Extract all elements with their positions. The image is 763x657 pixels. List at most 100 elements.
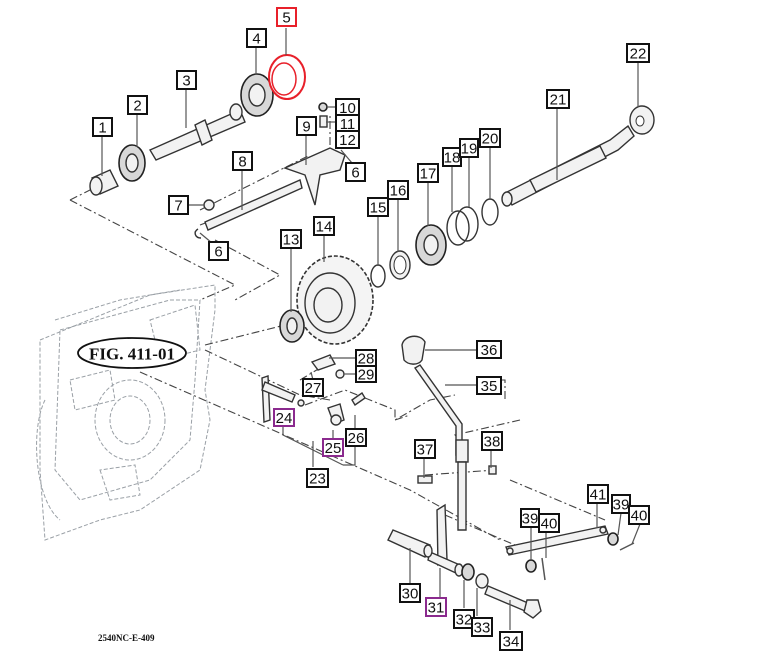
callout-label: 19 <box>461 141 478 158</box>
callout-c8[interactable]: 8 <box>232 151 253 171</box>
callout-c5[interactable]: 5 <box>276 7 297 27</box>
callout-label: 39 <box>613 497 630 514</box>
callout-box <box>476 376 502 395</box>
callout-c14[interactable]: 14 <box>313 216 335 236</box>
callout-label: 9 <box>302 119 310 136</box>
callout-box <box>367 197 389 217</box>
callout-c2[interactable]: 2 <box>127 95 148 115</box>
part-washer-22 <box>629 105 655 135</box>
part-spring-11 <box>319 115 328 128</box>
callout-label: 6 <box>351 165 359 182</box>
part-washer-39b <box>607 532 619 546</box>
part-bracket-31 <box>427 503 464 577</box>
part-washer-16 <box>389 250 411 280</box>
callout-c25[interactable]: 25 <box>322 438 344 457</box>
leader-lines <box>101 28 641 630</box>
callout-c22[interactable]: 22 <box>626 43 650 63</box>
callout-c17[interactable]: 17 <box>417 163 439 183</box>
callout-c41[interactable]: 41 <box>587 484 609 504</box>
part-pin-26 <box>351 391 366 407</box>
part-washer-39a <box>525 559 537 573</box>
callout-c39b[interactable]: 39 <box>611 494 631 514</box>
callout-c30[interactable]: 30 <box>399 583 421 603</box>
callout-box <box>479 128 501 148</box>
callout-label: 6 <box>214 244 222 261</box>
callout-label: 28 <box>358 351 375 368</box>
figure-reference[interactable]: FIG. 411-01 <box>77 337 187 369</box>
callout-c4[interactable]: 4 <box>246 28 267 48</box>
callout-c38[interactable]: 38 <box>481 431 503 451</box>
part-seal-ring-5 <box>268 54 306 100</box>
callout-box <box>273 408 295 427</box>
callout-label: 1 <box>98 120 106 137</box>
part-bearing-2 <box>118 144 146 182</box>
callout-box <box>626 43 650 63</box>
callout-c31[interactable]: 31 <box>425 597 447 617</box>
callout-c7[interactable]: 7 <box>168 195 189 215</box>
callout-c37[interactable]: 37 <box>414 439 436 459</box>
callout-c34[interactable]: 34 <box>499 631 523 651</box>
callout-c9[interactable]: 9 <box>296 116 317 136</box>
callout-c21[interactable]: 21 <box>546 89 570 109</box>
part-shift-fork-9 <box>283 147 346 206</box>
transmission-housing-ghost <box>36 284 216 541</box>
callout-c29[interactable]: 29 <box>355 365 377 384</box>
callout-c40b[interactable]: 40 <box>628 505 650 525</box>
callout-box <box>611 494 631 514</box>
callout-box <box>587 484 609 504</box>
callout-c23[interactable]: 23 <box>306 468 329 488</box>
callout-c27[interactable]: 27 <box>302 378 324 397</box>
callout-c11[interactable]: 11 <box>335 114 360 133</box>
callout-label: 30 <box>402 586 419 603</box>
callout-label: 14 <box>316 219 333 236</box>
callout-c13[interactable]: 13 <box>280 229 302 249</box>
callouts: 1234566789101112131415161718192021222324… <box>92 7 650 651</box>
part-cotter-pin-40b <box>619 542 635 551</box>
callout-c16[interactable]: 16 <box>387 180 409 200</box>
figure-reference-label: FIG. 411-01 <box>89 345 175 364</box>
callout-c3[interactable]: 3 <box>176 70 197 90</box>
callout-c20[interactable]: 20 <box>479 128 501 148</box>
callout-box <box>414 439 436 459</box>
callout-label: 23 <box>309 471 326 488</box>
part-washer-33 <box>475 573 489 589</box>
callout-label: 29 <box>358 367 375 384</box>
callout-c40a[interactable]: 40 <box>538 513 560 533</box>
callout-label: 4 <box>252 31 260 48</box>
callout-c15[interactable]: 15 <box>367 197 389 217</box>
part-detent-ball-10 <box>318 102 328 112</box>
callout-c35[interactable]: 35 <box>476 376 502 395</box>
assembly-centre-lines <box>69 115 606 546</box>
callout-c36[interactable]: 36 <box>476 340 502 359</box>
callout-label: 41 <box>590 487 607 504</box>
callout-box <box>459 138 479 158</box>
callout-c1[interactable]: 1 <box>92 117 113 137</box>
callout-c39a[interactable]: 39 <box>520 508 540 528</box>
callout-box <box>302 378 324 397</box>
part-washer-32 <box>461 563 475 581</box>
callout-c28[interactable]: 28 <box>355 349 377 368</box>
part-lever-25 <box>327 403 345 426</box>
callout-box <box>280 229 302 249</box>
callout-label: 7 <box>174 198 182 215</box>
callout-box <box>345 428 367 447</box>
callout-c19[interactable]: 19 <box>459 138 479 158</box>
callout-label: 39 <box>522 511 539 528</box>
callout-c6b[interactable]: 6 <box>208 241 229 261</box>
callout-c26[interactable]: 26 <box>345 428 367 447</box>
callout-box <box>355 365 377 383</box>
part-ring-19 <box>455 206 479 242</box>
callout-c12[interactable]: 12 <box>335 130 360 149</box>
callout-label: 3 <box>182 73 190 90</box>
callout-c18[interactable]: 18 <box>442 147 462 167</box>
callout-label: 36 <box>481 342 498 359</box>
callout-label: 15 <box>370 200 387 217</box>
callout-c33[interactable]: 33 <box>471 617 493 637</box>
part-shift-arm-24 <box>261 375 296 423</box>
callout-c6a[interactable]: 6 <box>345 162 366 182</box>
part-bolt-34 <box>484 585 542 619</box>
callout-label: 2 <box>133 98 141 115</box>
callout-label: 21 <box>550 92 567 109</box>
callout-c24[interactable]: 24 <box>273 408 295 427</box>
